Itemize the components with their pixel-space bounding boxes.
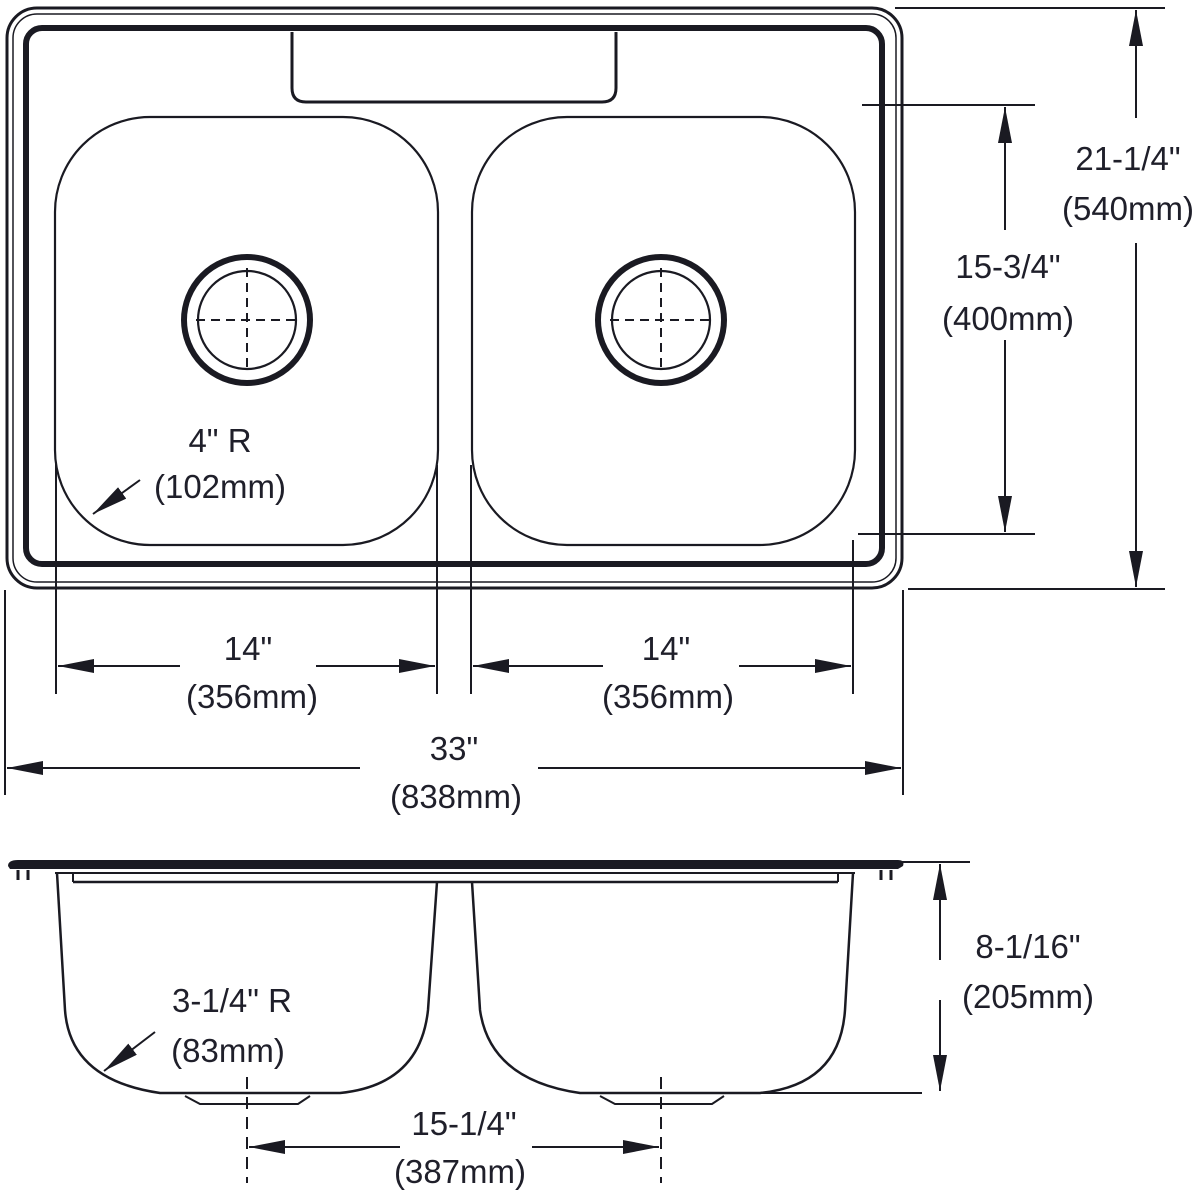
drain-spacing-dimension: 15-1/4" (387mm) (249, 1105, 659, 1190)
left-bowl (53, 115, 440, 547)
right-bowl-width-dimension: 14" (356mm) (470, 465, 854, 715)
right-bowl (470, 115, 857, 547)
corner-radius-metric: (102mm) (154, 468, 286, 505)
overall-depth-metric: (540mm) (1062, 190, 1194, 227)
right-drain-icon (595, 254, 727, 386)
left-bowl-width-imperial: 14" (224, 630, 272, 667)
sink-outer-rim (5, 6, 904, 590)
mounting-clip-left-icon (16, 870, 30, 880)
drain-spacing-metric: (387mm) (394, 1153, 526, 1190)
overall-width-imperial: 33" (430, 730, 478, 767)
bowl-depth-dimension: 15-3/4" (400mm) (858, 104, 1074, 535)
side-view: 3-1/4" R (83mm) 8-1/16" (205mm) 15-1/4" … (8, 860, 1094, 1190)
overall-width-dimension: 33" (838mm) (4, 590, 904, 815)
overall-depth-dimension: 21-1/4" (540mm) (895, 7, 1194, 590)
left-drain-icon (181, 254, 313, 386)
right-bowl-width-metric: (356mm) (602, 678, 734, 715)
side-rim (8, 860, 904, 869)
left-bowl-profile (55, 872, 439, 1095)
left-bowl-width-dimension: 14" (356mm) (55, 462, 438, 715)
bowl-height-imperial: 8-1/16" (975, 928, 1080, 965)
right-drain-flange (599, 1095, 725, 1105)
faucet-deck (290, 32, 618, 104)
right-bowl-width-imperial: 14" (642, 630, 690, 667)
bowl-height-dimension: 8-1/16" (205mm) (868, 861, 1094, 1091)
corner-radius-imperial: 4" R (188, 422, 251, 459)
overall-depth-imperial: 21-1/4" (1075, 140, 1180, 177)
bowl-depth-metric: (400mm) (942, 300, 1074, 337)
left-bowl-width-metric: (356mm) (186, 678, 318, 715)
top-view: 4" R (102mm) 15-3/4" (400mm) 21-1/4" (54… (4, 6, 1194, 815)
bowl-depth-imperial: 15-3/4" (955, 248, 1060, 285)
bottom-radius-imperial: 3-1/4" R (172, 982, 292, 1019)
overall-width-metric: (838mm) (390, 778, 522, 815)
bowl-height-metric: (205mm) (962, 978, 1094, 1015)
corner-radius-callout: 4" R (102mm) (92, 422, 286, 515)
mounting-clip-right-icon (879, 870, 893, 880)
bottom-radius-callout: 3-1/4" R (83mm) (103, 982, 292, 1072)
right-bowl-profile (470, 872, 855, 1095)
drain-spacing-imperial: 15-1/4" (411, 1105, 516, 1142)
left-drain-flange (184, 1095, 311, 1105)
bottom-radius-metric: (83mm) (171, 1032, 285, 1069)
